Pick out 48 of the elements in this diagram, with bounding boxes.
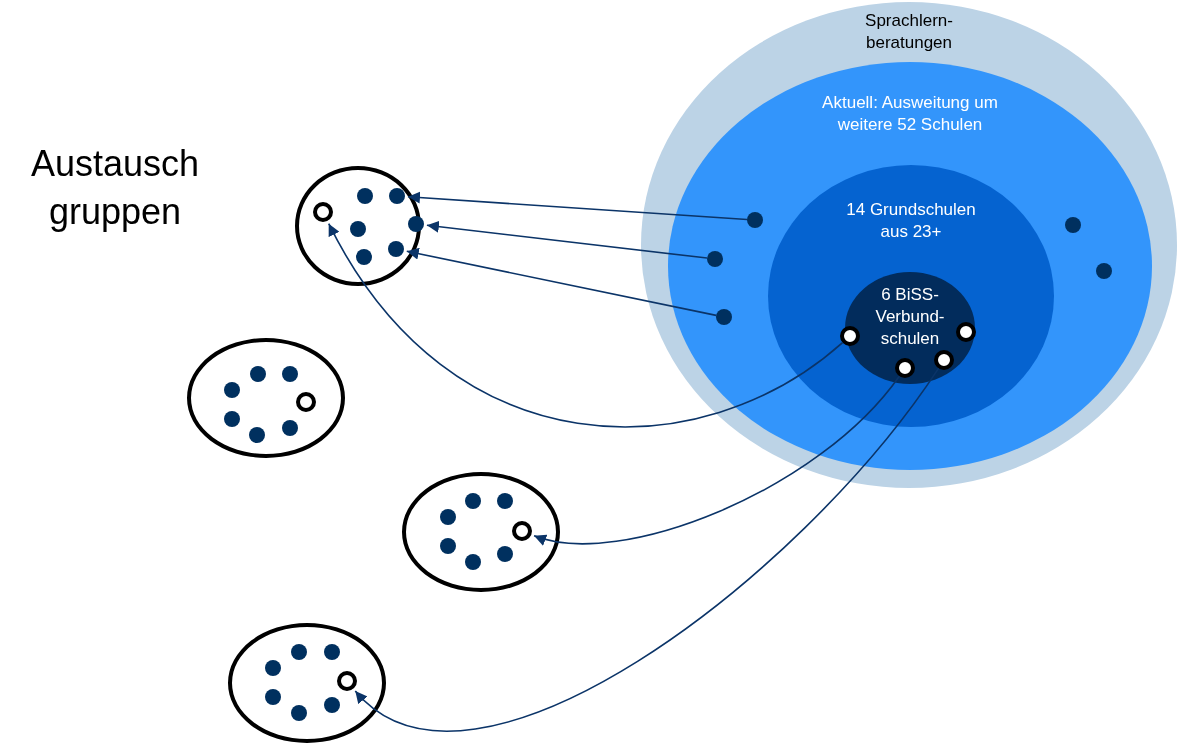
member-dot xyxy=(250,366,266,382)
ellipse-label: 14 Grundschulen aus 23+ xyxy=(845,199,977,243)
member-dot xyxy=(224,382,240,398)
ring-marker xyxy=(956,322,976,342)
member-dot xyxy=(497,493,513,509)
member-dot xyxy=(291,644,307,660)
ellipse-label: 6 BiSS- Verbund- schulen xyxy=(874,284,946,350)
member-dot xyxy=(265,660,281,676)
ring-marker xyxy=(296,392,316,412)
ellipse-label: Aktuell: Ausweitung um weitere 52 Schulen xyxy=(821,92,999,136)
member-dot xyxy=(324,697,340,713)
member-dot xyxy=(408,216,424,232)
member-dot xyxy=(388,241,404,257)
ring-marker xyxy=(840,326,860,346)
member-dot xyxy=(350,221,366,237)
member-dot xyxy=(1065,217,1081,233)
member-dot xyxy=(716,309,732,325)
ring-marker xyxy=(895,358,915,378)
member-dot xyxy=(282,366,298,382)
ring-marker xyxy=(337,671,357,691)
ellipse-label: Sprachlern- beratungen xyxy=(864,10,954,54)
arrow xyxy=(533,375,901,545)
member-dot xyxy=(357,188,373,204)
member-dot xyxy=(1096,263,1112,279)
member-dot xyxy=(707,251,723,267)
member-dot xyxy=(465,554,481,570)
member-dot xyxy=(497,546,513,562)
member-dot xyxy=(747,212,763,228)
member-dot xyxy=(282,420,298,436)
member-dot xyxy=(249,427,265,443)
member-dot xyxy=(465,493,481,509)
member-dot xyxy=(356,249,372,265)
arrow xyxy=(405,247,717,317)
heading-text: Austausch gruppen xyxy=(29,142,201,234)
member-dot xyxy=(265,689,281,705)
member-dot xyxy=(224,411,240,427)
member-dot xyxy=(440,538,456,554)
member-dot xyxy=(291,705,307,721)
arrow xyxy=(327,222,844,428)
ring-marker xyxy=(934,350,954,370)
member-dot xyxy=(324,644,340,660)
member-dot xyxy=(440,509,456,525)
arrow xyxy=(354,367,940,731)
arrow xyxy=(407,191,748,221)
arrow xyxy=(426,220,708,259)
ring-marker xyxy=(313,202,333,222)
ring-marker xyxy=(512,521,532,541)
member-dot xyxy=(389,188,405,204)
